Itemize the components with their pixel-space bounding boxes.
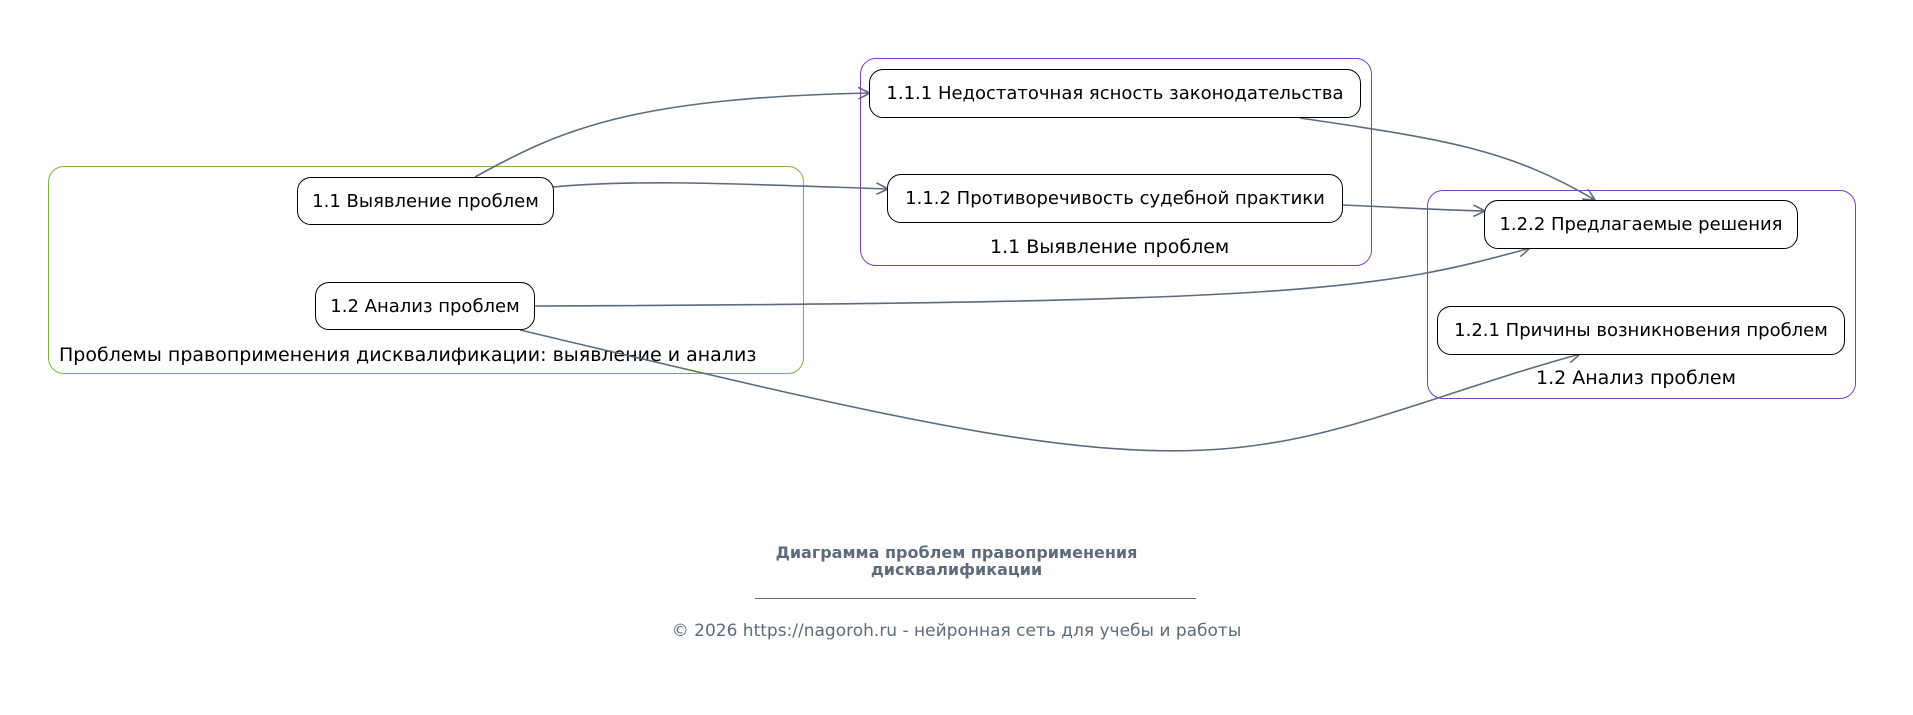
group-root xyxy=(48,166,804,374)
diagram-title: Диаграмма проблем правоприменения дисква… xyxy=(0,544,1913,578)
node-proposed-solutions[interactable]: 1.2.2 Предлагаемые решения xyxy=(1484,200,1798,249)
group-identify-label: 1.1 Выявление проблем xyxy=(990,236,1230,258)
edge-n112-n122 xyxy=(1342,204,1485,211)
diagram-title-line1: Диаграмма проблем правоприменения xyxy=(775,543,1138,562)
node-identify-problems[interactable]: 1.1 Выявление проблем xyxy=(297,177,554,225)
node-judicial-contradictions[interactable]: 1.1.2 Противоречивость судебной практики xyxy=(887,174,1343,223)
copyright-text: © 2026 https://nagoroh.ru - нейронная се… xyxy=(671,621,1242,641)
node-analyze-problems[interactable]: 1.2 Анализ проблем xyxy=(315,282,535,330)
edge-n12-n121 xyxy=(519,329,1580,452)
node-legislation-clarity[interactable]: 1.1.1 Недостаточная ясность законодатель… xyxy=(869,69,1361,118)
edge-n111-n122 xyxy=(1299,117,1595,200)
edge-n12-n122 xyxy=(534,248,1530,307)
edge-n11-n112 xyxy=(552,182,888,189)
group-analysis-label: 1.2 Анализ проблем xyxy=(1536,367,1736,389)
group-analysis xyxy=(1427,190,1856,399)
group-identify xyxy=(860,58,1372,266)
node-problem-causes[interactable]: 1.2.1 Причины возникновения проблем xyxy=(1437,306,1845,355)
diagram-title-line2: дисквалификации xyxy=(870,560,1043,579)
caption-divider xyxy=(755,598,1196,599)
group-root-label: Проблемы правоприменения дисквалификации… xyxy=(59,344,757,366)
edge-n11-n111 xyxy=(474,93,870,178)
